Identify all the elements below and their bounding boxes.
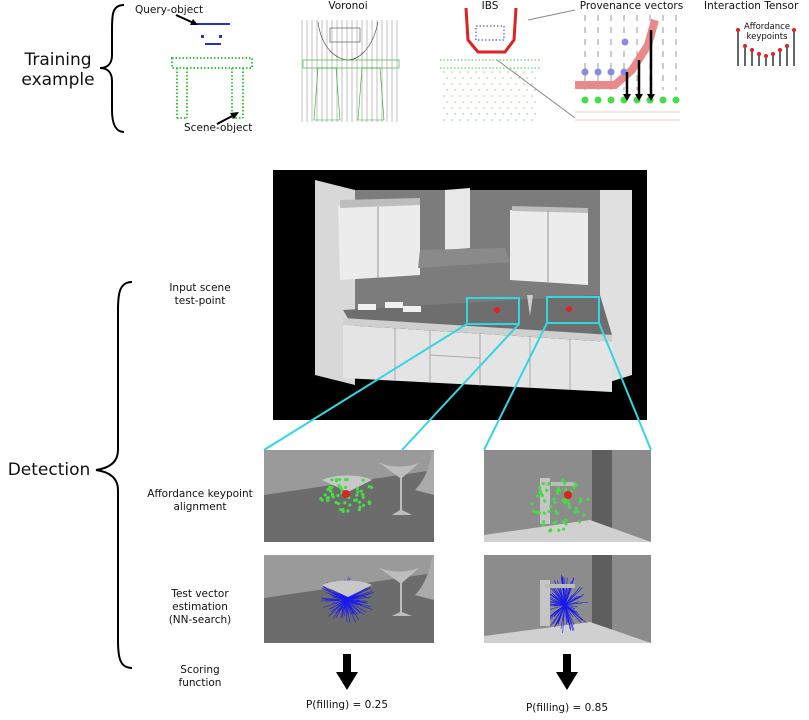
test-vector-line1: Test vector bbox=[171, 588, 229, 600]
test-vector-line2: estimation bbox=[172, 601, 228, 613]
training-section-label: Training example bbox=[8, 50, 108, 90]
voronoi-label: Voronoi bbox=[328, 0, 368, 12]
ibs-label: IBS bbox=[481, 0, 499, 12]
training-label-line1: Training bbox=[24, 50, 92, 70]
brace-training-icon bbox=[99, 4, 125, 133]
brace-detection-icon bbox=[95, 281, 133, 669]
interaction-tensor-label: Interaction Tensor bbox=[704, 0, 799, 12]
input-scene-line2: test-point bbox=[174, 295, 226, 307]
arrow-down-left-icon bbox=[336, 654, 358, 690]
input-scene-label: Input scene test-point bbox=[150, 282, 250, 308]
provenance-label: Provenance vectors bbox=[579, 0, 684, 12]
left-test-vector-render bbox=[264, 555, 434, 643]
left-alignment-render bbox=[264, 450, 434, 542]
alignment-line1: Affordance keypoint bbox=[147, 488, 253, 500]
affordance-keypoints-line1: Affordance bbox=[743, 22, 791, 32]
input-scene-line1: Input scene bbox=[169, 282, 231, 294]
scoring-label: Scoring function bbox=[150, 664, 250, 690]
provenance-diagram bbox=[575, 15, 680, 121]
scene-object-points bbox=[171, 57, 253, 119]
kitchen-scene-render bbox=[273, 170, 647, 420]
score-right: P(filling) = 0.85 bbox=[525, 702, 609, 714]
query-object-label: Query-object bbox=[135, 4, 204, 16]
scene-object-label: Scene-object bbox=[184, 122, 253, 134]
affordance-keypoints-label: Affordance keypoints bbox=[737, 22, 797, 42]
test-vector-label: Test vector estimation (NN-search) bbox=[150, 588, 250, 627]
right-alignment-render bbox=[484, 450, 651, 542]
interaction-tensor-diagram bbox=[736, 28, 796, 66]
right-test-vector-render bbox=[484, 555, 651, 643]
zoom-lines bbox=[263, 322, 652, 451]
query-object-points bbox=[194, 23, 230, 45]
detection-section-label: Detection bbox=[7, 460, 91, 480]
training-label-line2: example bbox=[21, 70, 95, 90]
scoring-line2: function bbox=[178, 677, 222, 689]
alignment-line2: alignment bbox=[173, 501, 227, 513]
scoring-line1: Scoring bbox=[180, 664, 220, 676]
ibs-diagram bbox=[440, 7, 576, 121]
test-vector-line3: (NN-search) bbox=[168, 614, 232, 626]
affordance-keypoints-line2: keypoints bbox=[746, 32, 788, 42]
alignment-label: Affordance keypoint alignment bbox=[135, 488, 265, 514]
arrow-down-right-icon bbox=[556, 654, 578, 690]
voronoi-diagram bbox=[301, 20, 400, 122]
score-left: P(filling) = 0.25 bbox=[305, 699, 389, 711]
